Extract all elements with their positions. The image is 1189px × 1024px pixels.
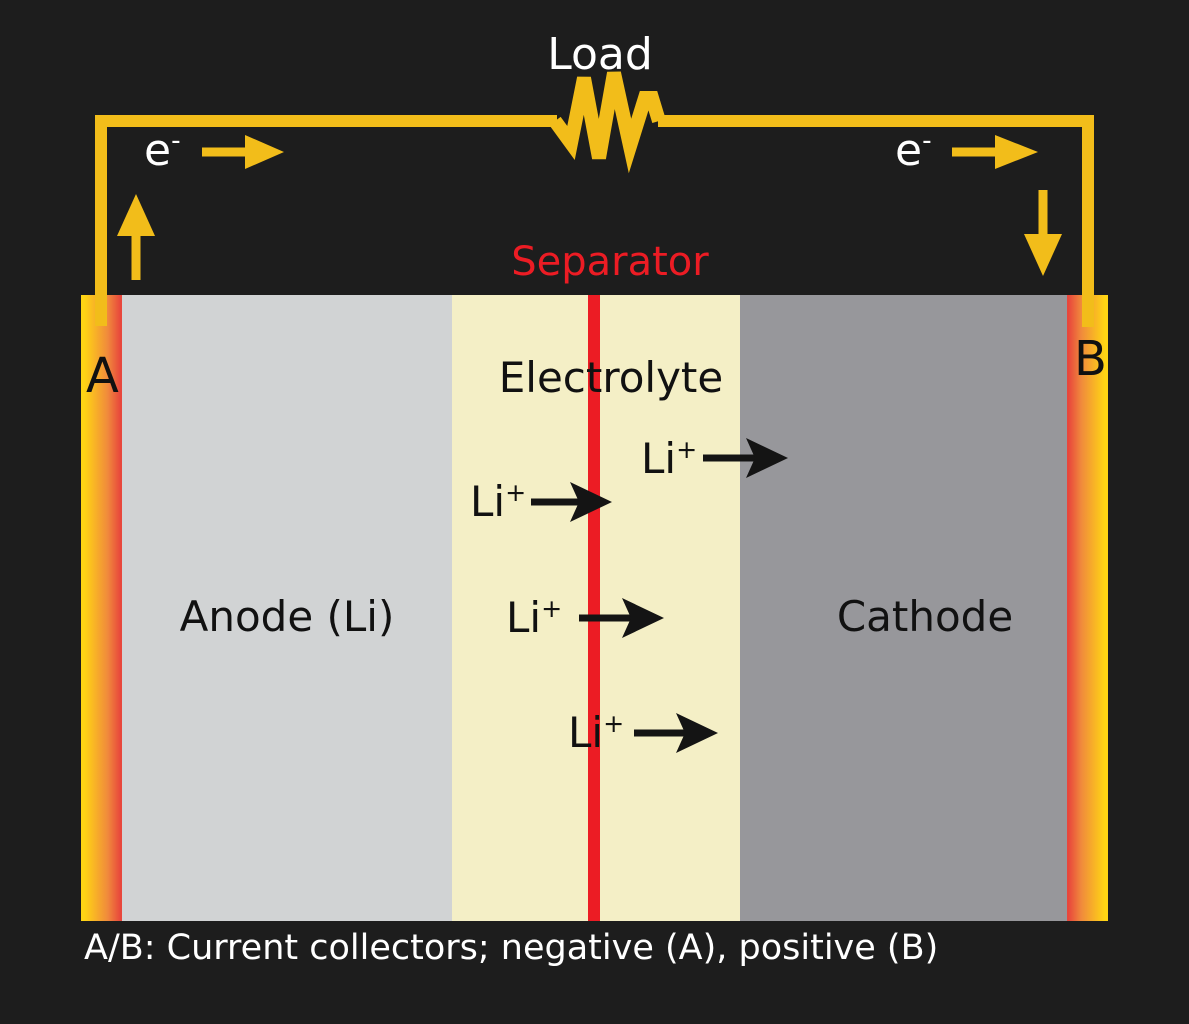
collector-a-label: A (86, 348, 119, 404)
ion-charge-4: + (603, 709, 625, 738)
anode-label: Anode (Li) (179, 592, 395, 641)
electron-arrow-right-icon (952, 135, 1038, 169)
collector-b-label: B (1074, 331, 1107, 387)
electron-arrow-left-icon (202, 135, 284, 169)
ion-charge-1: + (676, 435, 698, 464)
electron-up-arrow-icon (117, 194, 155, 280)
caption-text: A/B: Current collectors; negative (A), p… (84, 928, 939, 968)
electron-label-right: e- (895, 125, 932, 176)
current-collector-a-strip (81, 295, 122, 921)
ion-label-1: Li+ (641, 434, 698, 483)
ion-label-2: Li+ (470, 477, 527, 526)
ion-label-4: Li+ (568, 708, 625, 757)
electrolyte-label: Electrolyte (498, 353, 724, 402)
separator-membrane-line (588, 295, 600, 921)
electron-charge-right: - (922, 125, 932, 157)
electron-down-arrow-icon (1024, 190, 1062, 276)
separator-label: Separator (511, 239, 709, 285)
anode-region (122, 295, 452, 921)
current-collector-b-strip (1067, 295, 1108, 921)
ion-charge-3: + (541, 594, 563, 623)
electron-charge-left: - (171, 125, 181, 157)
electron-label-left: e- (144, 125, 181, 176)
load-label: Load (547, 29, 653, 80)
cathode-region (740, 295, 1067, 921)
ion-label-3: Li+ (506, 593, 563, 642)
load-resistor-icon (549, 71, 666, 174)
cathode-label: Cathode (836, 592, 1014, 641)
ion-charge-2: + (505, 478, 527, 507)
